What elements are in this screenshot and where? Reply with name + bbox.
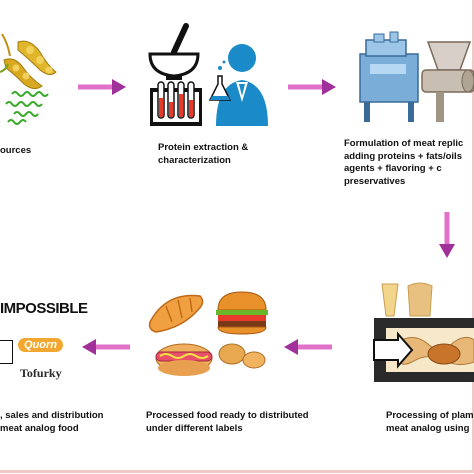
scientist-icon (208, 44, 268, 126)
protein-extraction-illustration (146, 22, 276, 134)
croissant-icon (148, 294, 204, 333)
flow-arrow-3 (438, 210, 456, 260)
mortar-pestle-icon (148, 23, 200, 80)
nuggets-icon (218, 343, 266, 369)
burger-icon (216, 291, 268, 335)
flow-arrow-5 (80, 338, 132, 356)
step-caption-ready: Processed food ready to distributed unde… (146, 410, 309, 434)
ice-cream-cone-icon (381, 282, 433, 317)
extrusion-chamber-icon (373, 318, 474, 382)
hotdog-icon (155, 343, 213, 376)
step-caption-formulation: Formulation of meat replic adding protei… (344, 138, 464, 187)
brand-quorn: Quorn (18, 338, 63, 352)
formulation-machine-illustration (356, 28, 474, 132)
brand-tofurky: Tofurky (20, 366, 62, 380)
step-caption-sources: ources (0, 145, 32, 156)
product-box-icon (0, 340, 13, 364)
processing-illustration (368, 282, 474, 390)
flow-arrow-2 (286, 78, 338, 96)
flow-arrow-4 (282, 338, 334, 356)
extruder-icon (421, 41, 474, 122)
processed-foods-illustration (146, 288, 274, 388)
mixer-machine-icon (359, 31, 419, 122)
green-strand-icon (5, 91, 49, 125)
soybean-pod-icon (0, 33, 57, 90)
flow-arrow-1 (76, 78, 128, 96)
plant-sources-illustration (0, 30, 70, 135)
test-tube-rack-icon (150, 81, 202, 126)
step-caption-sales: , sales and distribution meat analog foo… (0, 410, 104, 434)
brand-impossible: IMPOSSIBLE (0, 300, 88, 317)
step-caption-extraction: Protein extraction & characterization (158, 142, 249, 166)
step-caption-processing: Processing of plam meat analog using (386, 410, 474, 434)
